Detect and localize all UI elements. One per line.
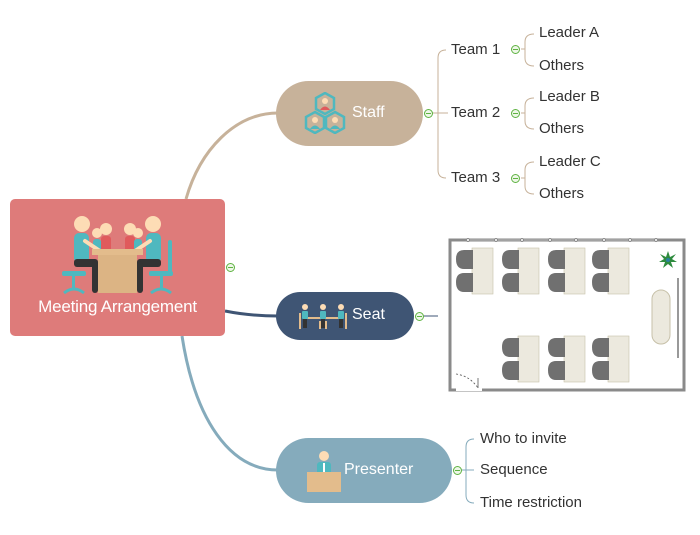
desk [517,247,540,295]
desk [607,247,630,295]
chair [502,273,519,292]
chair [592,361,609,380]
desk [517,335,540,383]
root-collapse-toggle[interactable] [226,263,235,272]
topic-others[interactable]: Others [539,57,585,74]
topic-others[interactable]: Others [539,120,585,137]
chair [502,250,519,269]
desk [607,335,630,383]
chair [548,250,565,269]
branch-staff-label: Staff [352,104,385,121]
topic-time-restriction[interactable]: Time restriction [480,494,582,511]
floor-plan-image[interactable] [448,238,686,392]
plant-icon [659,251,677,268]
branch-seat[interactable]: Seat [276,292,414,340]
desk [471,247,494,295]
chair [548,338,565,357]
seat-collapse-toggle[interactable] [415,312,424,321]
topic-leader-a[interactable]: Leader A [539,24,600,41]
desk [563,247,586,295]
topic-sequence[interactable]: Sequence [480,461,548,478]
team-2-collapse-toggle[interactable] [511,109,520,118]
chair [592,250,609,269]
chair [456,273,473,292]
chair [502,361,519,380]
desk [563,335,586,383]
meeting-people-icon [62,216,173,295]
team-1-collapse-toggle[interactable] [511,45,520,54]
root-topic-meeting-arrangement[interactable]: Meeting Arrangement [10,199,225,336]
chair [456,250,473,269]
branch-staff[interactable]: Staff [276,81,423,146]
presenter-collapse-toggle[interactable] [453,466,462,475]
staff-collapse-toggle[interactable] [424,109,433,118]
chair [548,361,565,380]
topic-team-1[interactable]: Team 1 [451,41,501,58]
connector-root-presenter [180,335,279,472]
branch-seat-label: Seat [352,306,385,323]
topic-leader-c[interactable]: Leader C [539,153,601,170]
chair [502,338,519,357]
branch-presenter-label: Presenter [344,461,414,478]
chair [592,338,609,357]
team-hexagon-icon [304,92,346,134]
root-topic-label: Meeting Arrangement [38,297,197,316]
topic-team-3[interactable]: Team 3 [451,169,501,186]
team-3-collapse-toggle[interactable] [511,174,520,183]
topic-leader-b[interactable]: Leader B [539,88,600,105]
connector-root-staff [184,111,279,200]
branch-presenter[interactable]: Presenter [276,438,452,503]
topic-who-to-invite[interactable]: Who to invite [480,430,567,447]
chair [592,273,609,292]
connector-root-seat [224,309,279,318]
topic-others[interactable]: Others [539,185,585,202]
topic-team-2[interactable]: Team 2 [451,104,501,121]
presenter-podium-icon [307,451,341,492]
chair [548,273,565,292]
seated-people-icon [299,304,347,329]
